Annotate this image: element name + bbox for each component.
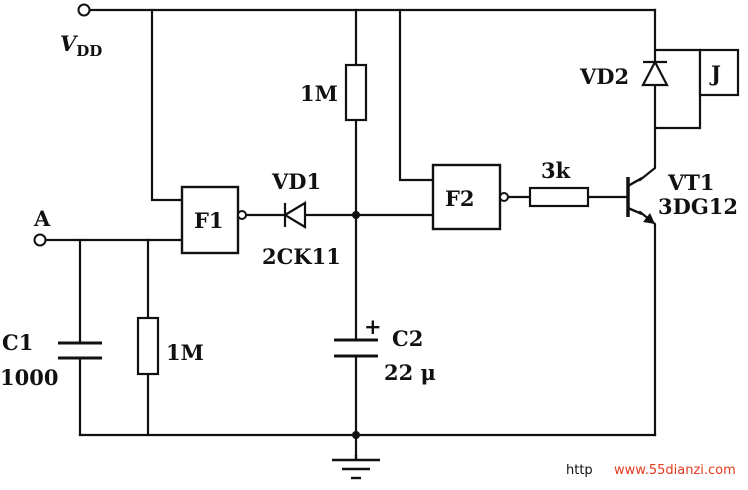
wire-vdd-to-f2 [398,8,435,182]
resistor-1m-left [136,316,160,376]
wire-vdd-to-f1 [150,8,184,202]
capacitor-c2 [334,338,378,358]
diode-vd2 [641,59,669,87]
wire-collector [638,126,657,182]
c1-value-label: 1000 [0,365,58,390]
emitter-arrow [643,213,655,224]
resistor-left-label: 1M [166,340,204,365]
c1-label: C1 [2,330,33,355]
junction-node [352,211,360,219]
wire-relay-loop [653,8,702,130]
vt1-label: VT1 [667,170,715,195]
vd1-label: VD1 [271,169,321,194]
gate-f2-label: F2 [445,186,475,211]
resistor-top-label: 1M [300,81,338,106]
input-a-terminal [33,233,47,247]
vd2-label: VD2 [579,64,629,89]
gate-f1-bubble [237,210,247,220]
gate-f1 [180,185,240,255]
relay-j-label: J [709,61,721,86]
junction-ground [352,431,360,439]
vt1-part-label: 3DG12 [658,194,738,219]
capacitor-c1 [58,341,102,360]
transistor-vt1 [626,176,643,217]
vd1-part-label: 2CK11 [262,244,341,269]
resistor-3k [528,186,590,208]
vdd-terminal [77,3,91,17]
relay-j-box [698,48,740,97]
c2-polarity-label: + [364,314,382,339]
gate-f1-label: F1 [194,208,224,233]
wire-emitter [638,210,657,437]
ground-symbol [332,455,380,480]
resistor-1m-top [344,63,368,122]
c2-label: C2 [392,326,423,351]
gate-f2-bubble [499,192,509,202]
watermark-site: www.55dianzi.com [614,463,736,478]
resistor-base-label: 3k [541,158,571,183]
input-a-label: A [33,206,51,231]
watermark-prefix: http [566,463,593,478]
diode-vd1 [282,201,307,229]
c2-value-label: 22 μ [384,360,436,385]
vdd-label: VDD [60,31,102,60]
